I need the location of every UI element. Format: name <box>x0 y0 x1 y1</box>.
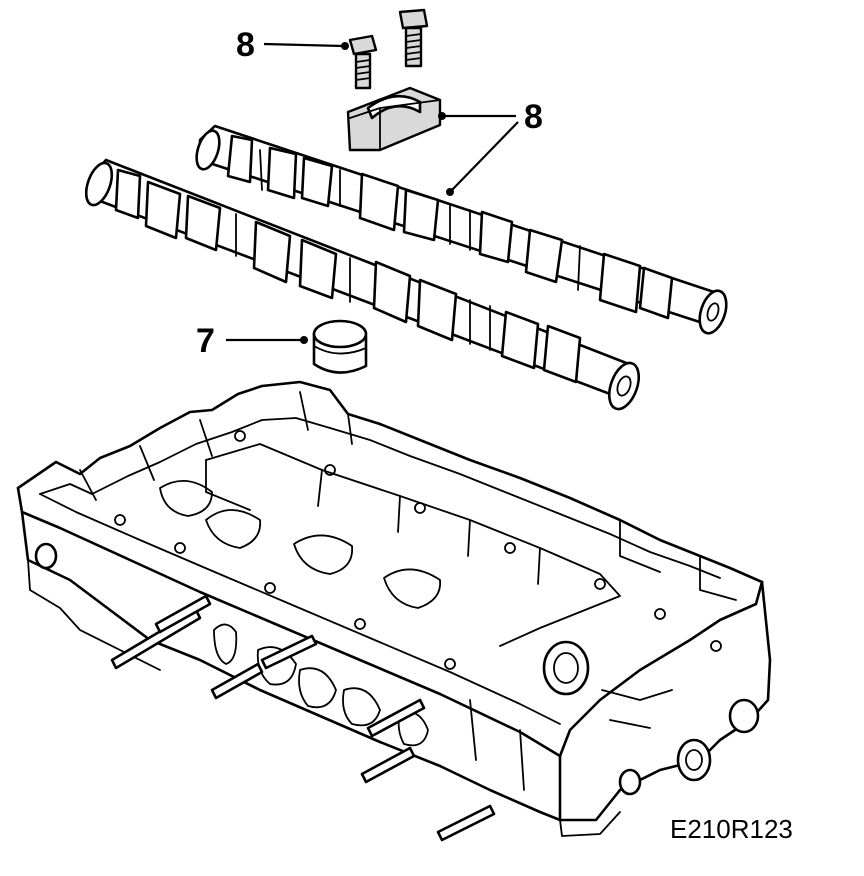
bolt-right <box>398 8 429 68</box>
camshaft-upper <box>195 124 728 335</box>
callout-bolt: 8 <box>236 26 255 64</box>
camshaft-lower <box>84 158 641 411</box>
bolt-left <box>348 34 378 90</box>
callout-tappet: 7 <box>196 322 215 360</box>
figure-code: E210R123 <box>670 814 793 844</box>
leader-lines <box>226 42 519 344</box>
cylinder-head <box>16 380 772 842</box>
callout-bearing-cap: 8 <box>524 98 543 136</box>
camshaft-bearing-cap <box>346 86 442 152</box>
hydraulic-tappet <box>312 319 368 374</box>
